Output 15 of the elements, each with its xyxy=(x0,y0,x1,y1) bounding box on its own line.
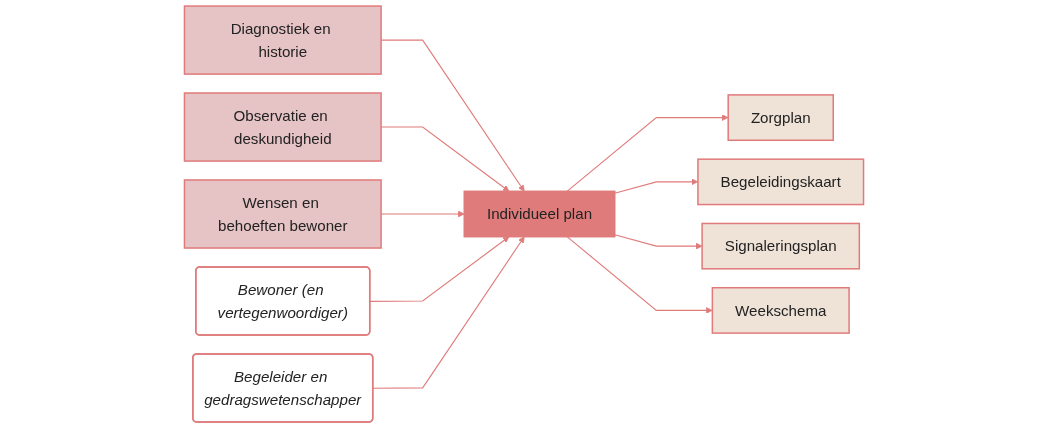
node-box: Observatie en deskundigheid xyxy=(183,92,382,162)
arrow xyxy=(613,234,702,250)
node-box: Zorgplan xyxy=(726,94,834,142)
node-box: Signaleringsplan xyxy=(700,222,860,270)
node-box: Diagnostiek en historie xyxy=(183,5,382,75)
arrow xyxy=(565,114,728,192)
node-box: Begeleidingskaart xyxy=(696,158,864,206)
arrow xyxy=(372,236,525,389)
arrow xyxy=(380,39,525,192)
node-box: Individueel plan xyxy=(463,190,615,238)
arrow xyxy=(380,126,509,192)
node-box: Wensen en behoeften bewoner xyxy=(183,179,382,249)
arrow xyxy=(613,178,698,194)
arrow xyxy=(369,236,509,302)
node-box: Weekschema xyxy=(711,286,850,334)
